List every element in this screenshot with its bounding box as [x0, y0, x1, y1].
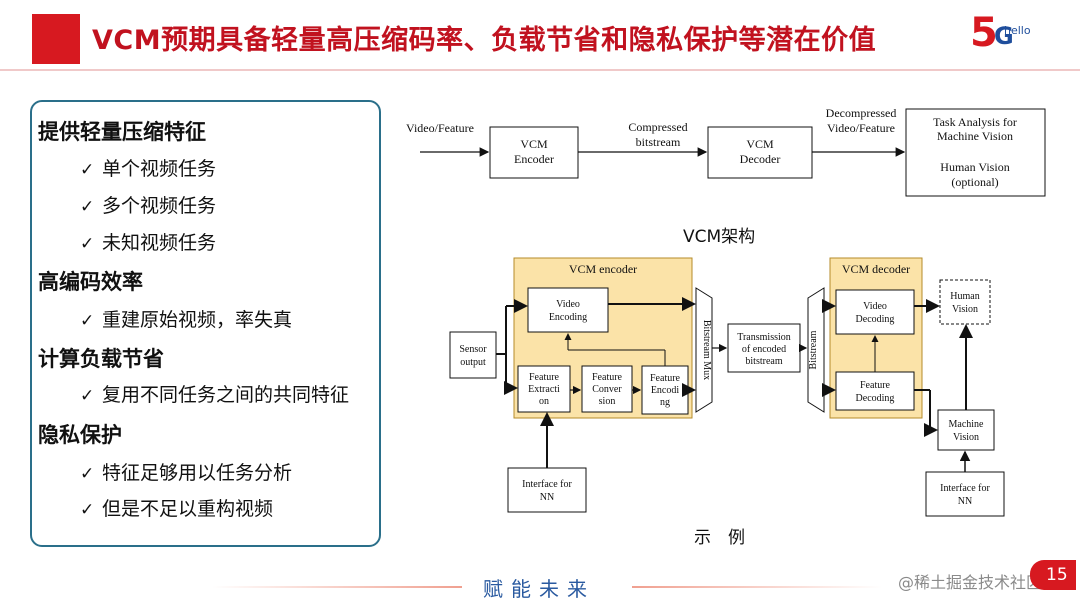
human-vision-label: Human: [950, 291, 979, 302]
nn-interface-box: [925, 471, 1005, 517]
feature-encoding-box: [641, 365, 689, 415]
nn-interface-label: NN: [540, 492, 554, 503]
nn-interface-box: [507, 467, 587, 513]
list-item: ✓未知视频任务: [80, 232, 217, 254]
section-heading: 提供轻量压缩特征: [38, 120, 206, 144]
vcm-architecture-diagram: Video/Feature VCM Encoder Compressed bit…: [406, 106, 1046, 197]
compressed-label: Compressed: [628, 120, 687, 134]
page-number-badge: [1030, 560, 1076, 590]
machine-vision-label: Machine: [949, 419, 985, 430]
watermark: @稀土掘金技术社区: [898, 573, 1043, 592]
list-item: ✓特征足够用以任务分析: [80, 462, 293, 484]
feature-decoding-box: [835, 371, 915, 411]
list-item: ✓多个视频任务: [80, 195, 217, 217]
feature-conversion-box: [581, 365, 633, 413]
compressed-label: bitstream: [636, 135, 681, 149]
footer-slogan: 赋能未来: [483, 577, 595, 601]
transmission-label: Transmission: [737, 332, 791, 343]
nn-interface-label: Interface for: [522, 479, 572, 490]
feature-extraction-label: Extracti: [528, 384, 560, 395]
encoder-label: Encoder: [514, 152, 554, 166]
decoder-label: VCM: [746, 137, 774, 151]
human-vision-box: [939, 279, 991, 325]
feature-decoding-label: Decoding: [856, 393, 895, 404]
sensor-label: output: [460, 357, 486, 368]
human-vision-label: Vision: [952, 304, 978, 315]
bitstream-mux: [695, 287, 713, 413]
check-icon: ✓: [80, 197, 95, 217]
bitstream-demux: [807, 287, 825, 413]
example-caption: 示 例: [694, 528, 745, 548]
task-label: Machine Vision: [937, 129, 1013, 143]
feature-encoding-label: ng: [660, 397, 670, 408]
logo-word: hello: [1004, 24, 1031, 37]
feature-conversion-label: sion: [599, 396, 616, 407]
video-decoding-box: [835, 289, 915, 335]
list-item: ✓单个视频任务: [80, 158, 217, 180]
feature-conversion-label: Feature: [592, 372, 623, 383]
task-analysis-box: [905, 108, 1046, 197]
nn-interface-label: NN: [958, 496, 972, 507]
list-item: ✓但是不足以重构视频: [80, 498, 274, 520]
section-heading: 隐私保护: [38, 423, 122, 447]
logo-letter: G: [994, 22, 1014, 50]
feature-extraction-label: Feature: [529, 372, 560, 383]
video-decoding-label: Video: [863, 301, 887, 312]
feature-extraction-label: on: [539, 396, 549, 407]
feature-extraction-box: [517, 365, 571, 413]
check-icon: ✓: [80, 386, 95, 406]
benefits-panel: [30, 100, 381, 547]
video-encoding-label: Encoding: [549, 312, 587, 323]
input-label: Video/Feature: [406, 121, 474, 135]
decoder-label: Decoder: [740, 152, 781, 166]
architecture-caption: VCM架构: [683, 227, 756, 247]
decompressed-label: Decompressed: [826, 106, 897, 120]
nn-interface-label: Interface for: [940, 483, 990, 494]
feature-encoding-label: Feature: [650, 373, 681, 384]
check-icon: ✓: [80, 160, 95, 180]
check-icon: ✓: [80, 464, 95, 484]
decompressed-label: Video/Feature: [827, 121, 895, 135]
machine-vision-box: [937, 409, 995, 451]
video-encoding-box: [527, 287, 609, 333]
header-divider: [0, 69, 1080, 71]
transmission-label: of encoded: [742, 344, 786, 355]
footer-divider: [632, 586, 882, 588]
demux-label: Bitstream: [808, 330, 819, 369]
mux-label: Bitstream Mux: [701, 320, 712, 380]
task-label: Task Analysis for: [933, 115, 1017, 129]
page-title: VCM预期具备轻量高压缩码率、负载节省和隐私保护等潜在价值: [92, 25, 877, 56]
footer-divider: [212, 586, 462, 588]
logo-digit: 5: [970, 10, 998, 56]
decoder-title: VCM decoder: [842, 262, 910, 276]
feature-encoding-label: Encodi: [651, 385, 680, 396]
section-heading: 计算负载节省: [38, 347, 164, 371]
check-icon: ✓: [80, 311, 95, 331]
human-vision-label: (optional): [951, 175, 998, 189]
sensor-output-box: [449, 331, 497, 379]
sensor-label: Sensor: [459, 344, 487, 355]
vcm-decoder-box: [707, 126, 813, 179]
transmission-label: bitstream: [745, 356, 782, 367]
list-item: ✓复用不同任务之间的共同特征: [80, 384, 350, 406]
header-bar: [0, 0, 1080, 70]
machine-vision-label: Vision: [953, 432, 979, 443]
list-item: ✓重建原始视频，率失真: [80, 309, 293, 331]
check-icon: ✓: [80, 500, 95, 520]
encoder-label: VCM: [520, 137, 548, 151]
human-vision-label: Human Vision: [940, 160, 1009, 174]
check-icon: ✓: [80, 234, 95, 254]
transmission-box: [727, 323, 801, 373]
page-number: 15: [1046, 565, 1068, 585]
feature-decoding-label: Feature: [860, 380, 891, 391]
video-encoding-label: Video: [556, 299, 580, 310]
vcm-example-diagram: VCM encoder Sensor output Video Encoding…: [449, 257, 1005, 517]
encoder-title: VCM encoder: [569, 262, 637, 276]
video-decoding-label: Decoding: [856, 314, 895, 325]
feature-conversion-label: Conver: [592, 384, 622, 395]
title-marker: [32, 14, 80, 64]
section-heading: 高编码效率: [38, 270, 143, 294]
